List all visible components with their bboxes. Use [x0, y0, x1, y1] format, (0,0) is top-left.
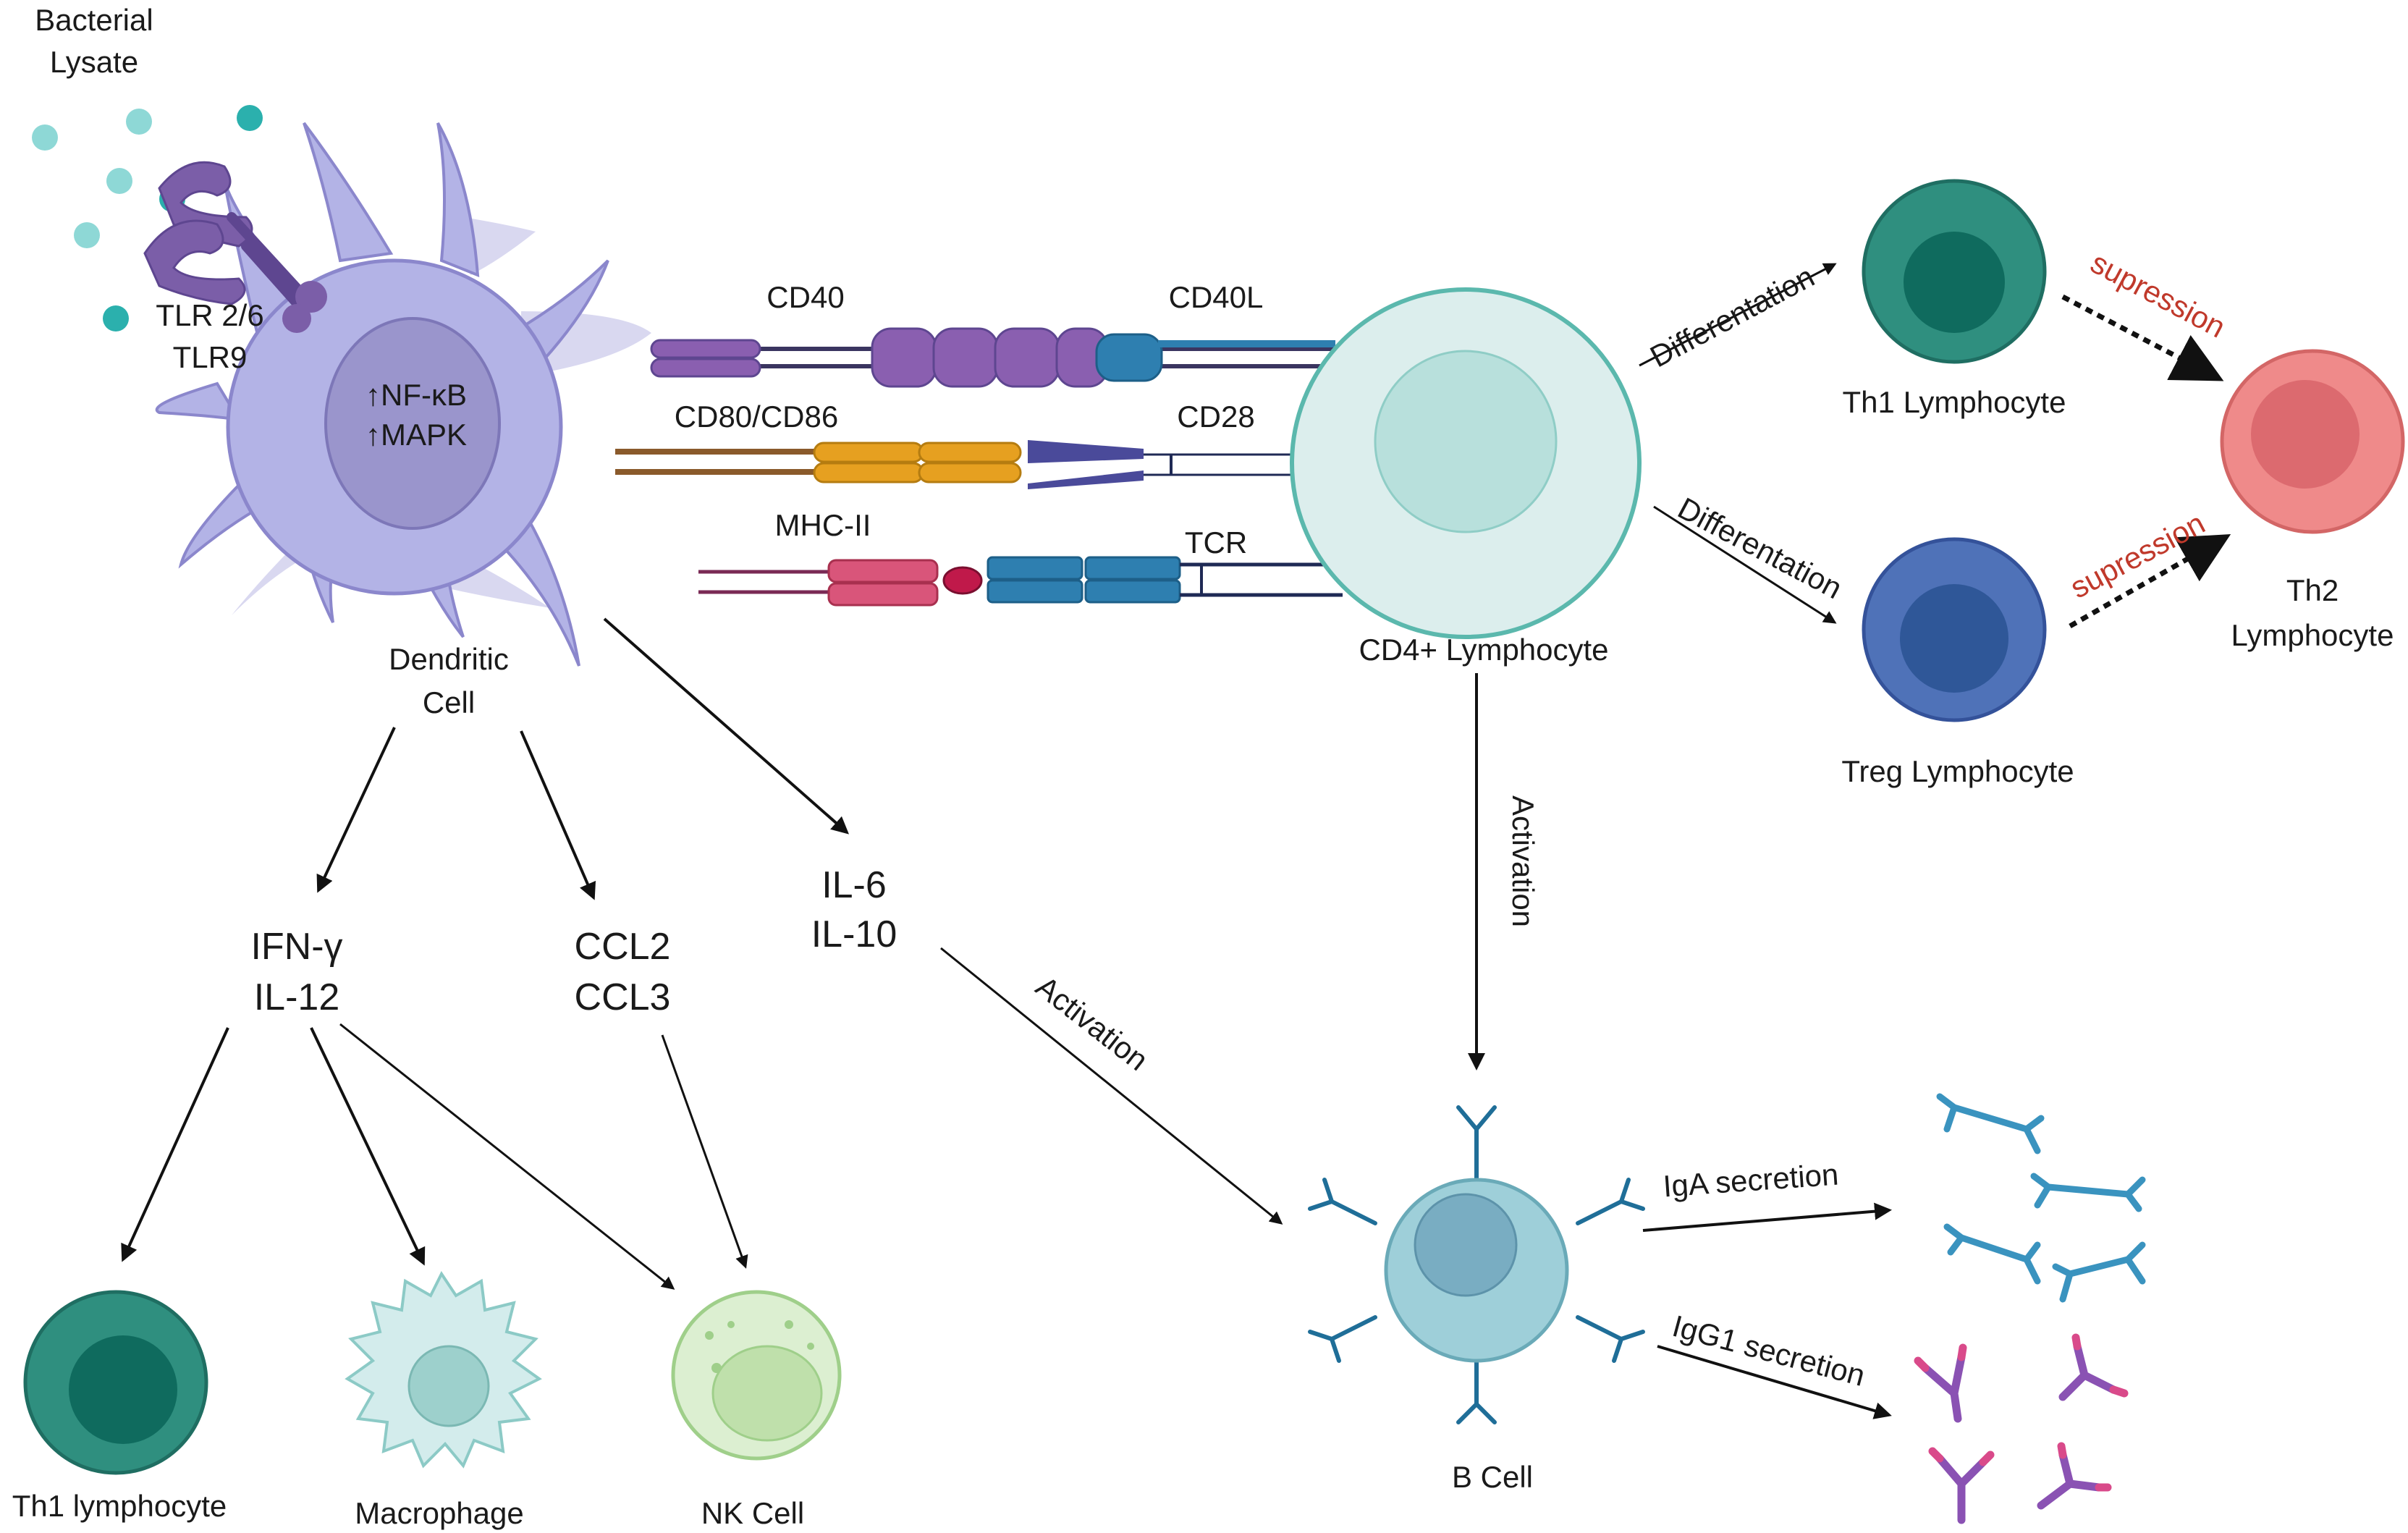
nfkb-label: ↑NF-κB — [366, 378, 467, 412]
treg-lymphocyte — [1862, 537, 2047, 722]
dendritic-label-2: Cell — [423, 685, 475, 719]
mapk-label: ↑MAPK — [366, 418, 467, 452]
macrophage-label: Macrophage — [355, 1496, 523, 1530]
cd40-label: CD40 — [766, 280, 844, 314]
bacterial-lysate-label-1: Bacterial — [35, 3, 153, 37]
arrows — [121, 263, 2231, 1419]
cd80-cd28-pair — [615, 440, 1325, 489]
il12-label: IL-12 — [254, 976, 340, 1018]
ccl2-label: CCL2 — [575, 926, 671, 968]
ifn-label: IFN-γ — [250, 926, 342, 968]
treg-label: Treg Lymphocyte — [1841, 754, 2074, 788]
suppression-top-label: supression — [2085, 245, 2231, 345]
activation-diagonal-label: Activation — [1030, 969, 1154, 1077]
bacterial-lysate-label-2: Lysate — [50, 45, 138, 79]
th2-lymphocyte — [2220, 349, 2405, 534]
differentiation-top-label: Differentation — [1644, 259, 1820, 373]
il10-label: IL-10 — [811, 913, 897, 955]
cd28-label: CD28 — [1177, 400, 1254, 434]
th2-label-1: Th2 — [2286, 573, 2339, 607]
bacterial-particles — [32, 105, 263, 331]
th1-bottom-label: Th1 lymphocyte — [12, 1489, 227, 1523]
th1-lymphocyte-bottom — [23, 1290, 208, 1475]
iga-secretion-label: IgA secretion — [1662, 1157, 1839, 1204]
mhc-label: MHC-II — [775, 508, 871, 542]
mhc-tcr-pair — [698, 556, 1343, 607]
cd80-label: CD80/CD86 — [675, 400, 838, 434]
tlr-receptors — [143, 161, 327, 333]
cd4-lymphocyte — [1290, 287, 1642, 639]
nk-cell — [671, 1290, 842, 1461]
th1-top-label: Th1 Lymphocyte — [1843, 385, 2066, 419]
suppression-bottom-label: supression — [2064, 506, 2210, 605]
cd40l-label: CD40L — [1169, 280, 1264, 314]
igg1-antibodies — [1914, 1333, 2129, 1524]
b-cell-label: B Cell — [1452, 1460, 1533, 1494]
dendritic-label-1: Dendritic — [389, 642, 509, 676]
th2-label-2: Lymphocyte — [2231, 618, 2394, 652]
iga-antibodies — [1936, 1093, 2146, 1303]
cd4-label: CD4+ Lymphocyte — [1359, 633, 1608, 667]
tlr-label-1: TLR 2/6 — [156, 298, 263, 332]
differentiation-bottom-label: Differentation — [1673, 491, 1848, 605]
nk-cell-label: NK Cell — [701, 1496, 804, 1530]
b-cell — [1308, 1105, 1645, 1424]
tlr-label-2: TLR9 — [173, 340, 248, 374]
il6-label: IL-6 — [821, 864, 887, 906]
tcr-label: TCR — [1185, 525, 1247, 559]
th1-lymphocyte-top — [1862, 179, 2047, 364]
activation-vertical-label: Activation — [1506, 795, 1540, 927]
macrophage — [345, 1271, 542, 1469]
ccl3-label: CCL3 — [575, 976, 671, 1018]
cd40-cd40l-pair — [650, 327, 1335, 388]
